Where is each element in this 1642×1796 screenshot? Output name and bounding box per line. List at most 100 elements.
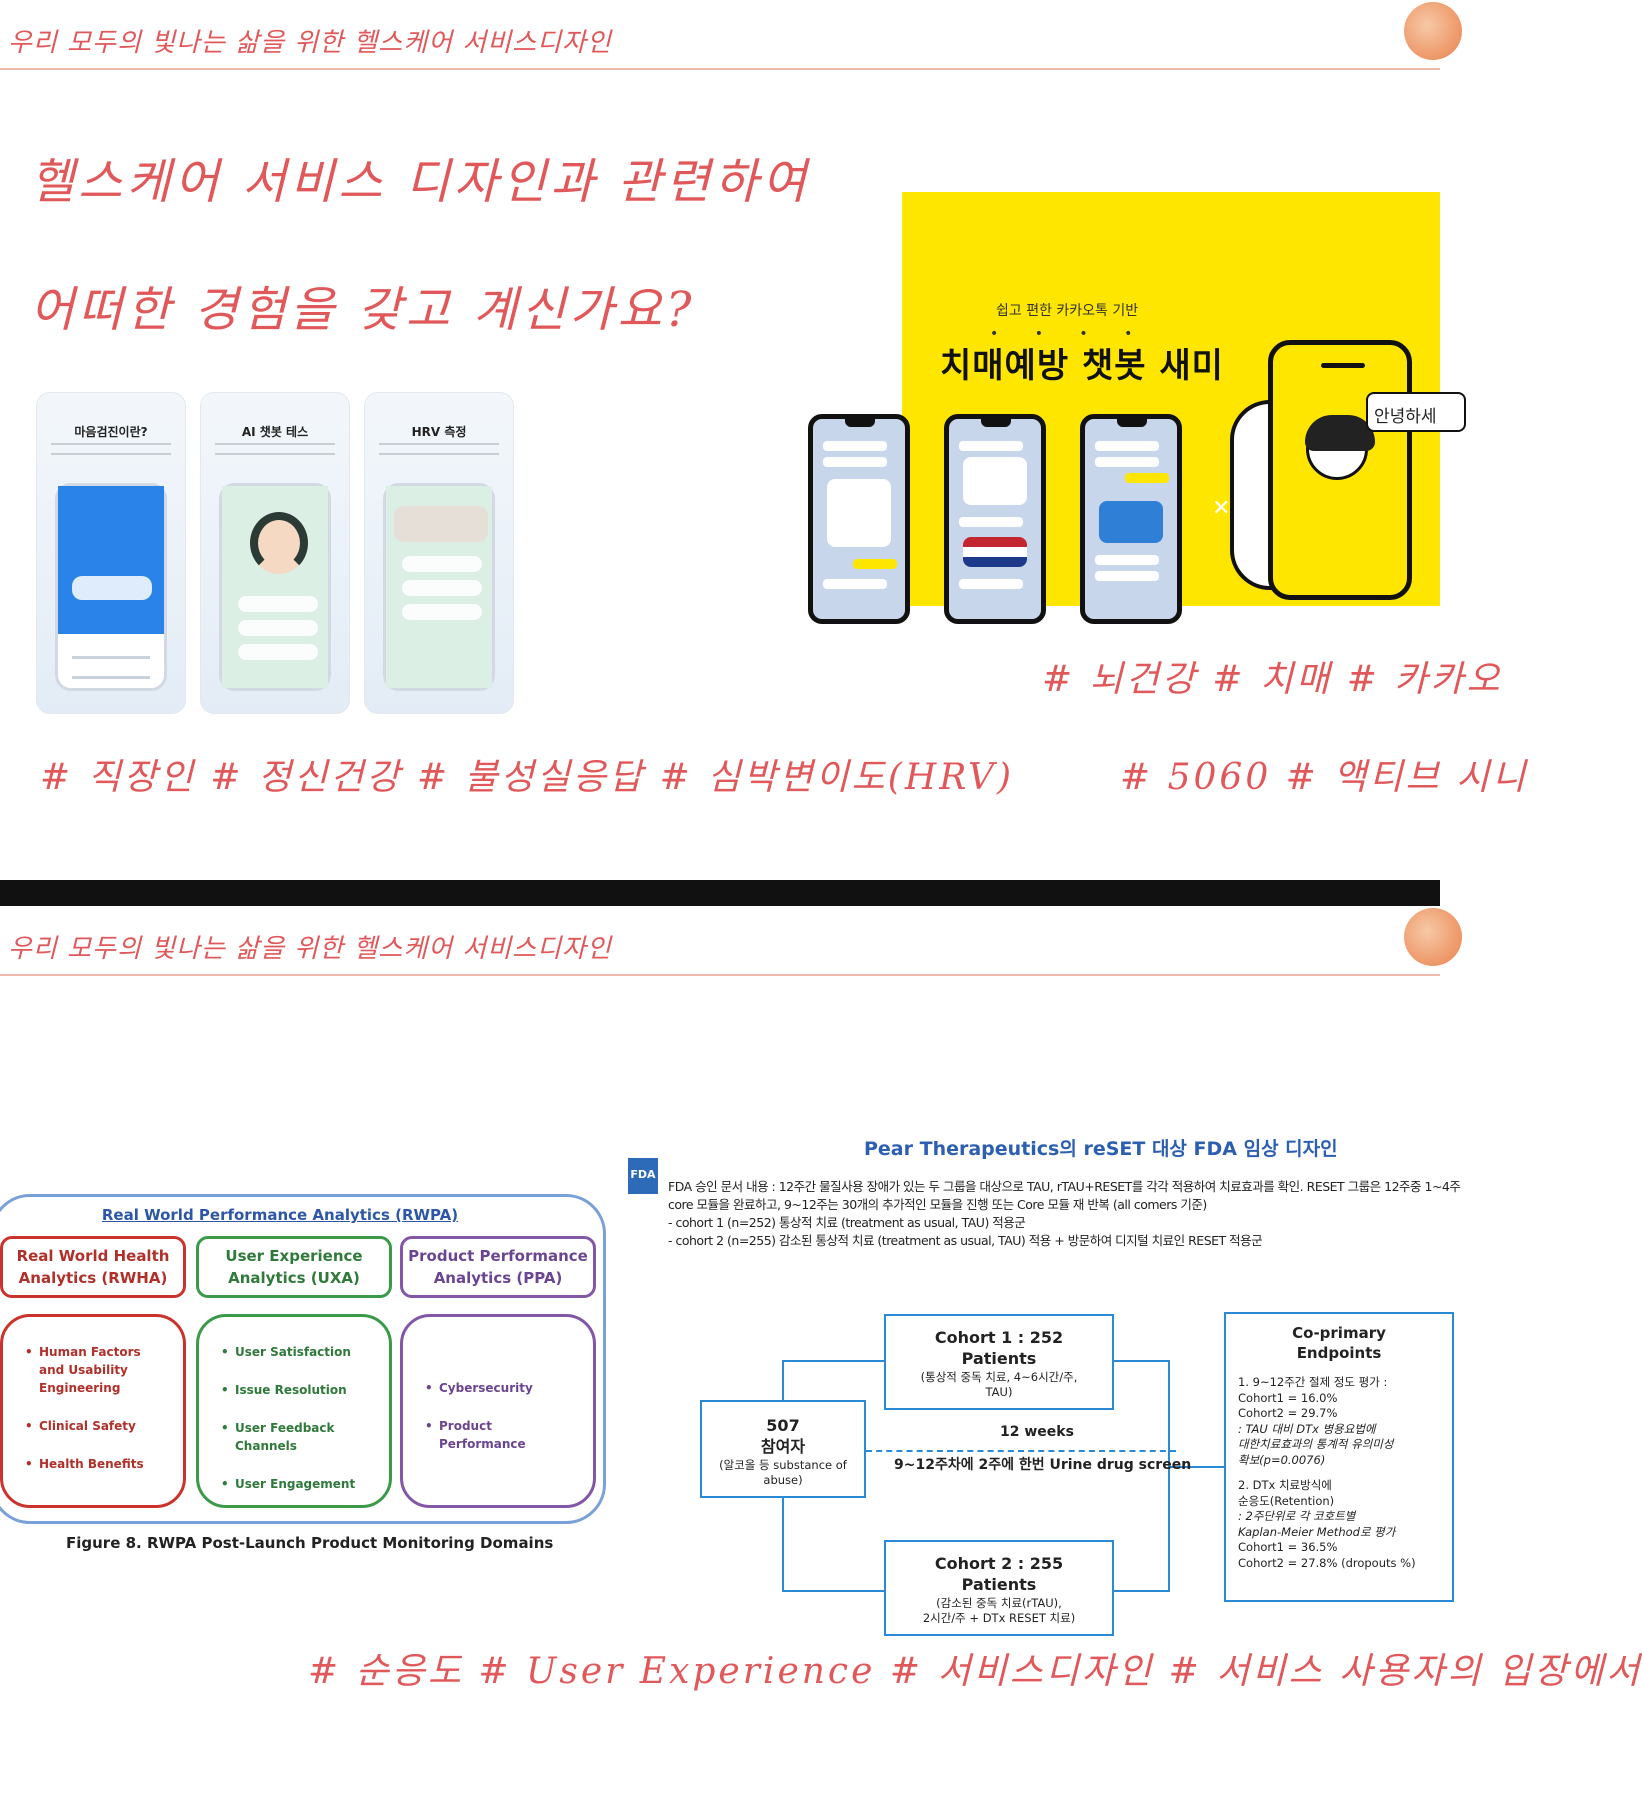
chat-bubble bbox=[959, 441, 1023, 451]
avatar-hair bbox=[1305, 415, 1375, 451]
cohort2-title: Cohort 2 : 255 bbox=[934, 1554, 1064, 1573]
fda-line: - cohort 1 (n=252) 통상적 치료 (treatment as … bbox=[668, 1215, 1026, 1231]
rwpa-frame bbox=[0, 1194, 606, 1524]
connector bbox=[1168, 1466, 1224, 1468]
slide-user-experience: 우리 모두의 빛나는 삶을 위한 헬스케어 서비스디자인 Real World … bbox=[0, 906, 1639, 1796]
duration-label: 12 weeks bbox=[1000, 1424, 1074, 1440]
chat-bubble bbox=[238, 596, 318, 612]
connector bbox=[1114, 1360, 1170, 1362]
app-card-caption bbox=[215, 443, 335, 455]
character-face-icon bbox=[250, 512, 308, 574]
app-card-title: AI 챗봇 테스 bbox=[241, 425, 309, 439]
fda-description: FDA 승인 문서 내용 : 12주간 물질사용 장애가 있는 두 그룹을 대상… bbox=[668, 1178, 1461, 1251]
rwpa-title: Real World Performance Analytics (RWPA) bbox=[101, 1206, 459, 1224]
urine-screen-label: 9~12주차에 2주에 한번 Urine drug screen bbox=[894, 1457, 1192, 1473]
endpoint-line: 확보(p=0.0076) bbox=[1238, 1452, 1326, 1467]
cohort1-title: Cohort 1 : 252 bbox=[934, 1328, 1064, 1347]
endpoint-spacer bbox=[1238, 1468, 1440, 1478]
kakao-subtitle: 쉽고 편한 카카오톡 기반 bbox=[996, 303, 1139, 319]
chat-bubble bbox=[823, 457, 887, 467]
fda-line: FDA 승인 문서 내용 : 12주간 물질사용 장애가 있는 두 그룹을 대상… bbox=[668, 1179, 1461, 1194]
endpoint-line: Cohort2 = 27.8% (dropouts %) bbox=[1238, 1555, 1416, 1570]
list-item: Human Factors and Usability Engineering bbox=[25, 1343, 169, 1397]
app-card-caption bbox=[379, 443, 499, 455]
cohort1-sub: Patients bbox=[961, 1348, 1037, 1368]
slide-healthcare-experience: 우리 모두의 빛나는 삶을 위한 헬스케어 서비스디자인 헬스케어 서비스 디자… bbox=[0, 0, 1525, 880]
sparkle-icon: ✕ bbox=[1212, 496, 1231, 521]
chat-bubble bbox=[853, 559, 897, 569]
endpoint-line: Cohort2 = 29.7% bbox=[1238, 1406, 1338, 1421]
thailand-flag-image bbox=[963, 537, 1027, 567]
cohort1-box: Cohort 1 : 252 Patients (통상적 중독 치료, 4~6시… bbox=[884, 1314, 1114, 1410]
chat-bubble bbox=[1095, 571, 1159, 581]
list-item: User Satisfaction bbox=[221, 1343, 375, 1361]
cohort2-sub: Patients bbox=[961, 1574, 1037, 1594]
app-card-title: HRV 측정 bbox=[411, 425, 467, 439]
chat-bubble bbox=[402, 580, 482, 596]
list-item: Issue Resolution bbox=[221, 1381, 375, 1399]
chat-bubble bbox=[238, 644, 318, 660]
list-item: Product Performance bbox=[425, 1417, 579, 1453]
connector bbox=[1114, 1590, 1170, 1592]
app-card-mind-check: 마음검진이란? bbox=[36, 392, 186, 714]
participants-count: 507 bbox=[766, 1416, 800, 1435]
character-image bbox=[827, 479, 891, 547]
chat-bubble bbox=[402, 604, 482, 620]
slide-header: 우리 모두의 빛나는 삶을 위한 헬스케어 서비스디자인 bbox=[8, 934, 612, 964]
chat-bubble bbox=[1125, 473, 1169, 483]
endpoints-title-line: Endpoints bbox=[1296, 1343, 1382, 1362]
list-item bbox=[72, 656, 150, 659]
phone-mockup bbox=[219, 483, 331, 691]
connector bbox=[782, 1360, 884, 1362]
cohort2-desc: (감소된 중독 치료(rTAU), bbox=[936, 1595, 1062, 1610]
uxa-items: User Satisfaction Issue Resolution User … bbox=[196, 1314, 392, 1508]
participants-label: 참여자 bbox=[760, 1436, 806, 1456]
connector bbox=[782, 1590, 884, 1592]
endpoint-line: 1. 9~12주간 절제 정도 평가 : bbox=[1238, 1375, 1388, 1389]
header-divider bbox=[0, 68, 1440, 70]
app-card-ai-chatbot: AI 챗봇 테스 bbox=[200, 392, 350, 714]
chat-bubble bbox=[959, 517, 1023, 527]
slide-header: 우리 모두의 빛나는 삶을 위한 헬스케어 서비스디자인 bbox=[8, 28, 612, 58]
rwha-items: Human Factors and Usability Engineering … bbox=[0, 1314, 186, 1508]
chat-bubble bbox=[238, 620, 318, 636]
chat-bubble bbox=[1095, 441, 1159, 451]
chat-bubble bbox=[823, 441, 887, 451]
hashtags-ux: # 순응도 # User Experience # 서비스디자인 # 서비스 사… bbox=[308, 1651, 1642, 1692]
cohort2-desc: 2시간/주 + DTx RESET 치료) bbox=[922, 1610, 1076, 1625]
participants-box: 507 참여자 (알코올 등 substance of abuse) bbox=[700, 1400, 866, 1498]
fda-logo-icon: FDA bbox=[628, 1158, 658, 1194]
phone-notch bbox=[981, 419, 1011, 427]
question-line-1: 헬스케어 서비스 디자인과 관련하여 bbox=[30, 154, 811, 210]
cohort1-desc: (통상적 중독 치료, 4~6시간/주, bbox=[920, 1369, 1078, 1384]
chat-bubble bbox=[1095, 555, 1159, 565]
uxa-header: User Experience Analytics (UXA) bbox=[196, 1236, 392, 1298]
korea-flag-image bbox=[963, 457, 1027, 505]
rwha-header: Real World Health Analytics (RWHA) bbox=[0, 1236, 186, 1298]
app-card-title: 마음검진이란? bbox=[74, 425, 148, 439]
question-line-2: 어떠한 경험을 갖고 계신가요? bbox=[30, 282, 696, 338]
endpoint-line: Kaplan-Meier Method로 평가 bbox=[1238, 1524, 1396, 1539]
ppa-items: Cybersecurity Product Performance bbox=[400, 1314, 596, 1508]
endpoint-line: Cohort1 = 16.0% bbox=[1238, 1390, 1338, 1405]
endpoint-line: 순응도(Retention) bbox=[1238, 1493, 1335, 1508]
samie-avatar bbox=[1305, 415, 1375, 480]
header-divider bbox=[0, 974, 1440, 976]
hashtags-dementia: # 뇌건강 # 치매 # 카카오 bbox=[1042, 659, 1503, 700]
app-card-caption bbox=[51, 443, 171, 455]
phone-notch bbox=[1117, 419, 1147, 427]
cohort2-box: Cohort 2 : 255 Patients (감소된 중독 치료(rTAU)… bbox=[884, 1540, 1114, 1636]
cohort1-desc: TAU) bbox=[985, 1384, 1013, 1399]
brain-logo-icon bbox=[1404, 908, 1462, 966]
hashtags-senior: # 5060 # 액티브 시니 bbox=[1120, 757, 1529, 798]
endpoint-line: 2. DTx 치료방식에 bbox=[1238, 1478, 1332, 1493]
list-item: Cybersecurity bbox=[425, 1379, 579, 1397]
chat-phone-3 bbox=[1080, 414, 1182, 624]
chat-phone-2 bbox=[944, 414, 1046, 624]
icons-row bbox=[72, 576, 152, 600]
quiz-image bbox=[1099, 501, 1163, 543]
hashtags-worker: # 직장인 # 정신건강 # 불성실응답 # 심박변이도(HRV) bbox=[40, 757, 1015, 798]
endpoint-line: : TAU 대비 DTx 병용요법에 bbox=[1238, 1421, 1376, 1436]
list-item: Health Benefits bbox=[25, 1455, 169, 1473]
endpoints-title: Co-primary Endpoints bbox=[1238, 1324, 1440, 1363]
